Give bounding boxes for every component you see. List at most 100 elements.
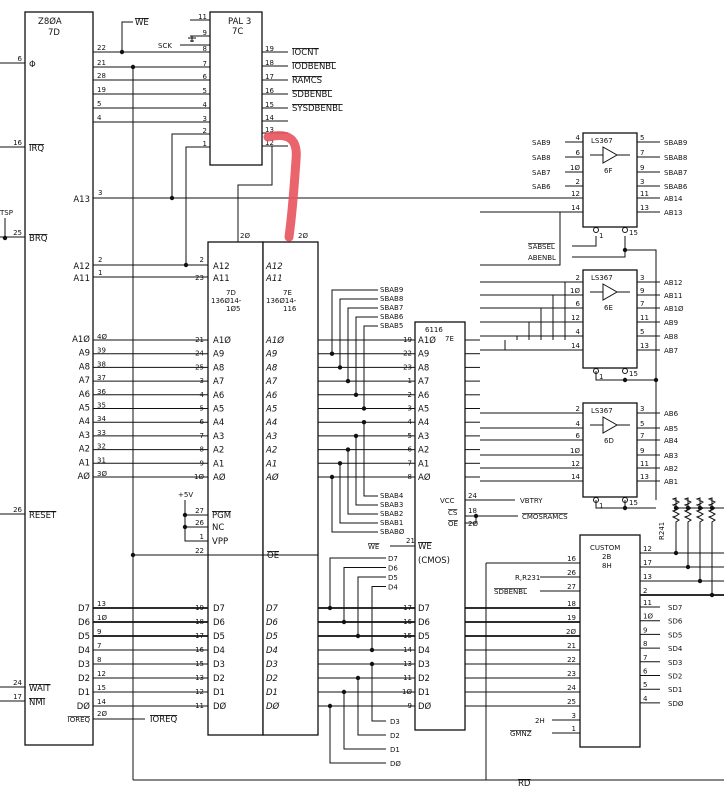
pin-number: 5 bbox=[203, 87, 207, 95]
pin-number: 12 bbox=[571, 460, 580, 468]
pin-label: D2 bbox=[266, 674, 278, 684]
buffer-input-label: SAB6 bbox=[532, 183, 551, 191]
buffer-output-label: AB6 bbox=[664, 410, 679, 418]
chip-ref: 7D bbox=[226, 289, 236, 297]
pin-number: 33 bbox=[97, 429, 106, 437]
net-label: GMNZ bbox=[510, 730, 532, 738]
wire bbox=[516, 335, 583, 340]
highlight-annotation bbox=[263, 131, 301, 242]
junction-dot bbox=[355, 675, 361, 681]
pin-number: 7 bbox=[640, 149, 644, 157]
chip-name: 6116 bbox=[425, 326, 443, 334]
pin-number: 6 bbox=[408, 446, 413, 454]
pin-number: 32 bbox=[97, 443, 106, 451]
junction-dot bbox=[353, 433, 359, 439]
junction-dot bbox=[369, 661, 375, 667]
chip-ref: 6F bbox=[604, 167, 612, 175]
pin-number: 5 bbox=[640, 328, 644, 336]
pin-number: 18 bbox=[195, 618, 204, 626]
pin-number: 8 bbox=[643, 640, 647, 648]
net-label: D5 bbox=[388, 574, 398, 582]
pin-number: 1 bbox=[572, 725, 576, 733]
pin-label: A9 bbox=[418, 350, 429, 360]
chip-part: 136Ø14- bbox=[211, 297, 242, 305]
pin-label: A1 bbox=[79, 458, 90, 468]
pin-number: 7 bbox=[97, 642, 101, 650]
chip-name: LS367 bbox=[591, 274, 613, 282]
pin-label: NC bbox=[212, 523, 224, 533]
net-label: SBAB1 bbox=[380, 519, 403, 527]
pin-number: 5 bbox=[408, 432, 412, 440]
chip-ref: 6D bbox=[604, 437, 614, 445]
pin-number: 6 bbox=[576, 432, 581, 440]
pin-label: Φ bbox=[29, 60, 36, 70]
custom-output-label: SD5 bbox=[668, 631, 682, 639]
net-label: SBAB4 bbox=[380, 492, 404, 500]
pal-chip bbox=[209, 11, 263, 166]
pin-label: (CMOS) bbox=[418, 556, 450, 566]
wire bbox=[343, 692, 386, 750]
pin-number: 14 bbox=[97, 698, 106, 706]
junction-dot bbox=[327, 703, 333, 709]
wire bbox=[357, 678, 386, 736]
pin-number: 11 bbox=[403, 674, 412, 682]
pin-number: 7 bbox=[203, 60, 207, 68]
wire bbox=[590, 416, 630, 434]
power-label: +5V bbox=[178, 491, 193, 499]
pin-label: A12 bbox=[265, 262, 283, 272]
pin-number: 37 bbox=[97, 374, 106, 382]
wire bbox=[371, 586, 386, 650]
wire bbox=[595, 500, 656, 509]
pin-number: 6 bbox=[18, 55, 23, 63]
pin-number: 2 bbox=[98, 256, 102, 264]
pin-label: A7 bbox=[418, 377, 429, 387]
pal-ref: 7C bbox=[232, 27, 243, 37]
wire bbox=[564, 281, 583, 340]
pin-number: 4 bbox=[200, 391, 205, 399]
pin-label: IRQ bbox=[29, 144, 44, 154]
wire bbox=[331, 289, 378, 354]
pin-number: 9 bbox=[643, 626, 647, 634]
we-label: WE bbox=[135, 18, 149, 28]
pin-number: 1Ø bbox=[570, 447, 580, 455]
pin-label: A6 bbox=[418, 391, 429, 401]
pin-number: 31 bbox=[97, 456, 106, 464]
pal-output-label: SYSDBENBL bbox=[292, 104, 343, 114]
pin-number: 25 bbox=[13, 229, 22, 237]
chip-ref: 6E bbox=[604, 304, 613, 312]
pin-number: 22 bbox=[403, 350, 412, 358]
pin-number: 14 bbox=[403, 646, 412, 654]
pin-number: 18 bbox=[567, 600, 576, 608]
pin-number: 19 bbox=[265, 45, 274, 53]
pal-output-label: SDBENBL bbox=[292, 90, 332, 100]
net-label: R,R231 bbox=[515, 574, 540, 582]
junction-dot bbox=[361, 406, 367, 411]
pin-number: 7 bbox=[643, 654, 647, 662]
pin-label: A8 bbox=[265, 363, 278, 373]
pin-label: DØ bbox=[213, 701, 227, 712]
pin-label: A5 bbox=[213, 405, 224, 415]
buffer-output-label: SBAB8 bbox=[664, 154, 687, 162]
pin-label: WE bbox=[418, 542, 432, 552]
junction-dot bbox=[355, 633, 361, 639]
pin-label: A4 bbox=[265, 418, 277, 428]
pin-number: 8 bbox=[97, 656, 101, 664]
wire bbox=[671, 497, 680, 540]
net-label: 2H bbox=[535, 717, 545, 725]
pin-label: A9 bbox=[79, 349, 90, 359]
pin-label: A13 bbox=[73, 195, 90, 205]
pin-label: D2 bbox=[78, 674, 90, 684]
pin-number: 1Ø bbox=[570, 287, 580, 295]
junction-dot bbox=[345, 447, 351, 452]
pin-number: 8 bbox=[408, 473, 412, 481]
junction-dot bbox=[327, 605, 333, 611]
pin-label: OE bbox=[267, 551, 279, 561]
pin-label: BRQ bbox=[29, 234, 48, 244]
pin-label: WAIT bbox=[29, 684, 51, 694]
buffer-output-label: AB11 bbox=[664, 292, 683, 300]
wire bbox=[329, 557, 386, 608]
pin-number: 7 bbox=[200, 432, 204, 440]
net-label: WE bbox=[368, 543, 379, 551]
wire bbox=[355, 316, 378, 395]
pin-number: 26 bbox=[13, 506, 22, 514]
